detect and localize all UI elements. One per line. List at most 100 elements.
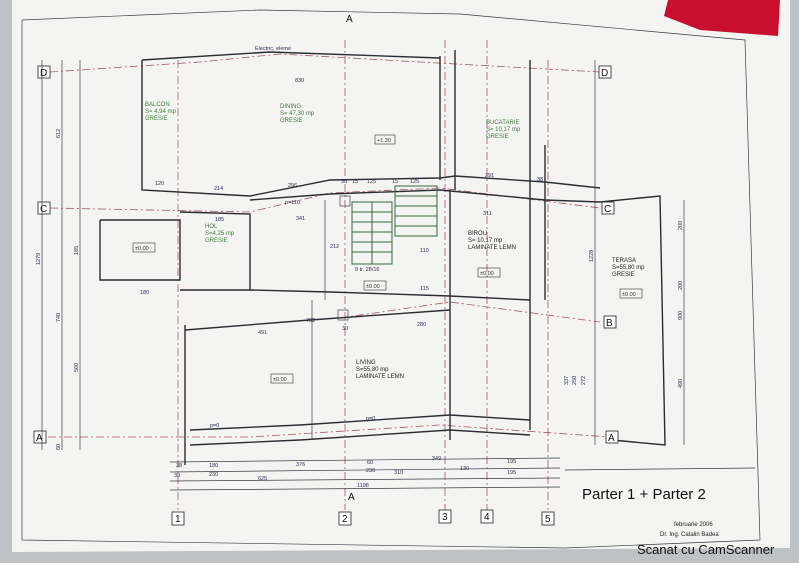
dim: 230 (366, 468, 375, 474)
dim: 125 (367, 179, 376, 185)
dim: 376 (296, 462, 305, 468)
dim: 740 (56, 313, 62, 322)
walls (99, 50, 666, 465)
dim: 1279 (36, 253, 42, 265)
room-terasa-floor: GRESIE (612, 272, 635, 278)
level-terasa: ±0.00 (622, 292, 636, 298)
dim: 15 (352, 179, 358, 185)
dim: 185 (215, 217, 224, 223)
dim: 830 (295, 78, 304, 84)
dim: 120 (155, 181, 164, 187)
section-mark-bottom: A (348, 492, 355, 503)
dim: p=0 (366, 416, 375, 422)
room-bucatarie-area: S= 10,17 mp (486, 127, 521, 133)
dim: 250 (572, 376, 578, 385)
room-balcon-name: BALCON (145, 102, 170, 108)
axis-5: 5 (545, 514, 551, 525)
dim: 625 (258, 476, 267, 482)
dim: 200 (678, 281, 684, 290)
dim: 612 (56, 129, 62, 138)
drawing-title: Parter 1 + Parter 2 (582, 486, 706, 503)
dim: p=0 (210, 423, 219, 429)
dim: 230 (209, 472, 218, 478)
dim: 310 (394, 470, 403, 476)
level-living: ±0.00 (273, 377, 287, 383)
dim: 900 (678, 311, 684, 320)
dim: 200 (678, 221, 684, 230)
red-clip (664, 0, 780, 36)
dim: 560 (74, 363, 80, 372)
stairs-label: 9 tr. 28/16 (355, 267, 379, 273)
room-living-area: S=55,80 mp (356, 367, 389, 373)
room-balcon-area: S= 4,94 mp (145, 109, 177, 115)
drawing-border (21, 9, 761, 549)
axis-a-left: A (36, 433, 43, 444)
dim: 180 (209, 463, 218, 469)
dim: 30 (342, 326, 348, 332)
dim: 125 (410, 179, 419, 185)
room-dining-area: S= 47,30 mp (280, 111, 315, 117)
scanner-watermark: Scanat cu CamScanner (637, 542, 775, 557)
dim: 296 (288, 183, 297, 189)
dim: 341 (296, 216, 305, 222)
level-entry: ±0.00 (135, 246, 149, 252)
dim: 38 (176, 463, 182, 469)
room-bucatarie-floor: GRESIE (486, 134, 509, 140)
axis-a-right: A (608, 433, 615, 444)
dim: 130 (460, 466, 469, 472)
axis-3: 3 (442, 512, 448, 523)
level-dining: +1.30 (377, 138, 391, 144)
room-hol-area: S=4,25 mp (205, 231, 235, 237)
dim: 272 (581, 376, 587, 385)
drawing-author: Dr. Ing. Catalin Badea (660, 532, 719, 538)
dim: 110 (420, 248, 429, 254)
titleblock-border (564, 467, 756, 471)
axis-2: 2 (342, 514, 348, 525)
room-hol-name: HOL (205, 224, 218, 230)
axis-4: 4 (484, 512, 490, 523)
room-birou-name: BIROU (468, 231, 487, 237)
room-terasa-name: TERASA (612, 258, 636, 264)
dim: 212 (330, 244, 339, 250)
dim: 702 (306, 318, 315, 324)
room-balcon-floor: GRESIE (145, 116, 168, 122)
dim: 491 (258, 330, 267, 336)
dim: 214 (214, 186, 223, 192)
dim: 490 (678, 379, 684, 388)
dimensions: 830 120 214 296 30 15 125 15 125 291 38 … (36, 60, 685, 491)
dim: 60 (56, 444, 62, 450)
axis-c-left: C (40, 204, 47, 215)
dim: 311 (483, 211, 492, 217)
dim-total: 1198 (357, 483, 369, 489)
axis-c-right: C (604, 204, 611, 215)
room-terasa-area: S=55,80 mp (612, 265, 645, 271)
level-stair-hall: ±0.00 (366, 284, 380, 290)
dim: 337 (564, 376, 570, 385)
dim: 180 (140, 290, 149, 296)
dim: 349 (432, 456, 441, 462)
stairs: 9 tr. 28/16 (351, 185, 438, 273)
dim: 1228 (589, 250, 595, 262)
axis-1: 1 (175, 514, 181, 525)
room-hol-floor: GRESIE (205, 238, 228, 244)
dim: 195 (507, 459, 516, 465)
dim: 39 (174, 473, 180, 479)
dim: 38 (537, 177, 543, 183)
room-dining-name: DINING (280, 104, 301, 110)
section-mark-top: A (346, 14, 353, 25)
axis-b-right: B (606, 318, 613, 329)
room-birou-area: S= 10,17 mp (468, 238, 503, 244)
dim: 60 (367, 460, 373, 466)
dim: 280 (417, 322, 426, 328)
axis-d-left: D (40, 68, 47, 79)
dim: 30 (341, 179, 347, 185)
